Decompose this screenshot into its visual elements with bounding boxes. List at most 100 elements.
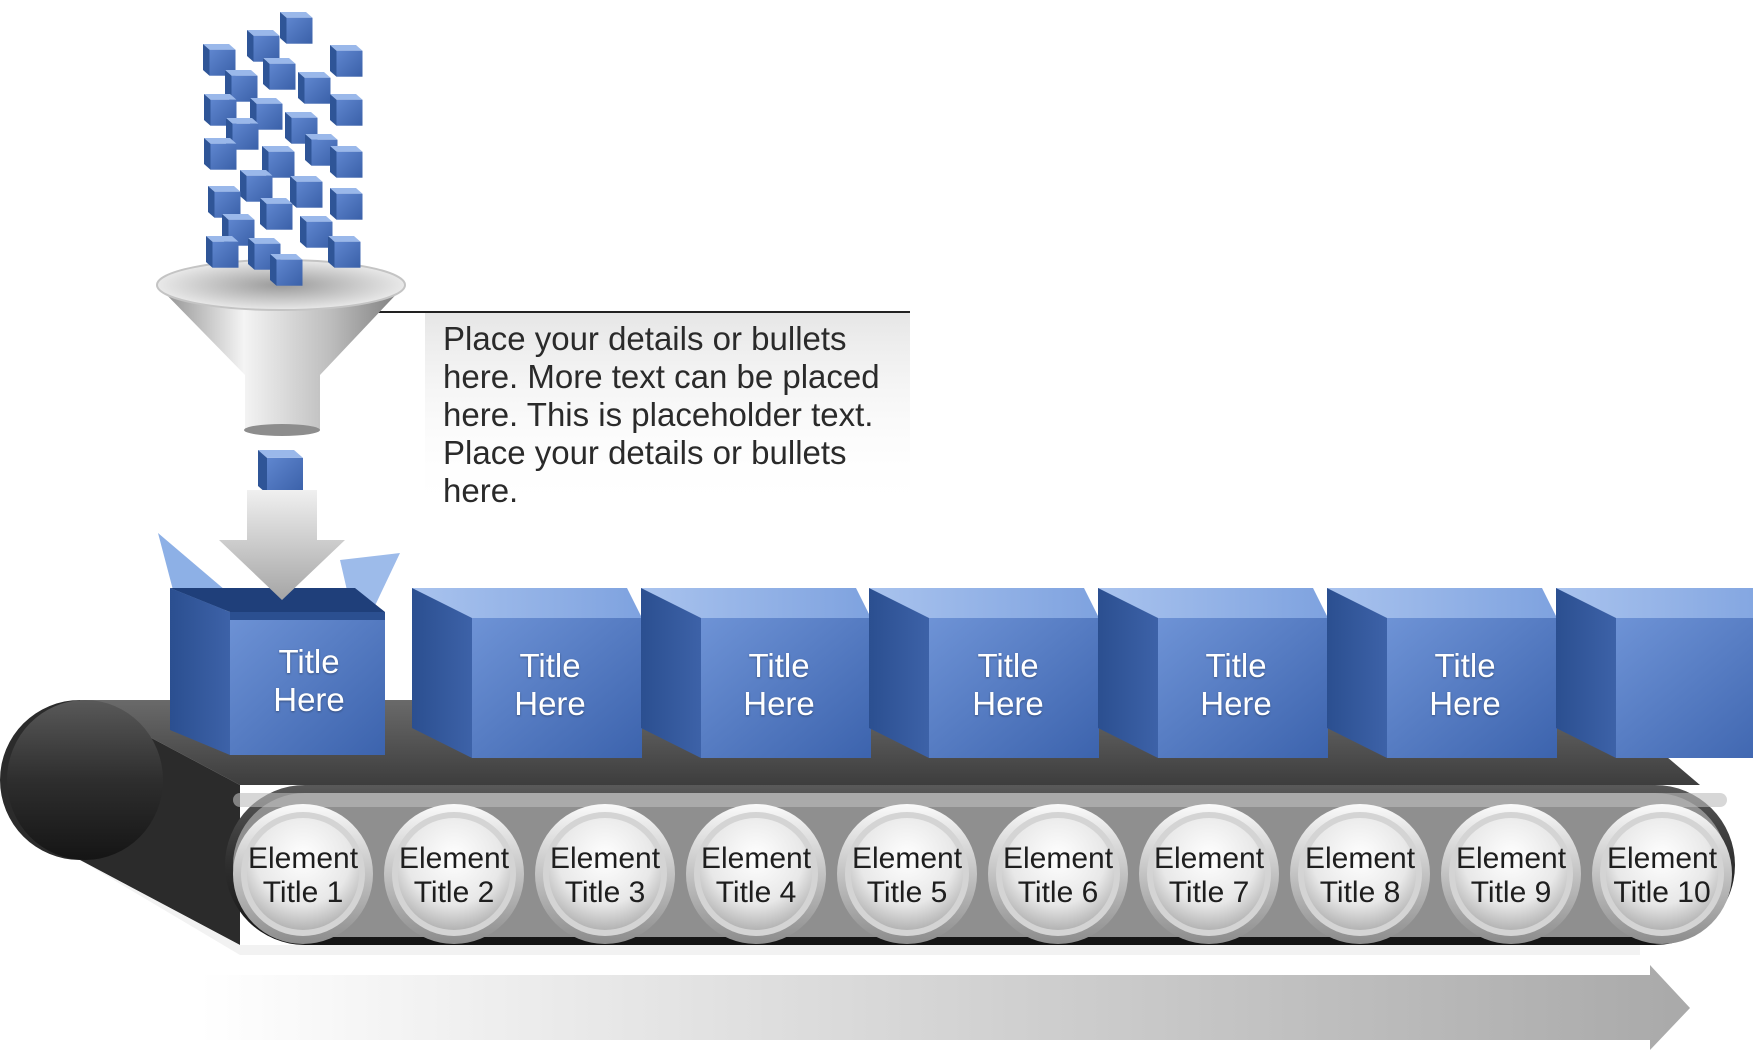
callout-line: here. (443, 472, 519, 509)
cube (298, 72, 331, 104)
cube (328, 236, 361, 268)
title-box-2 (412, 588, 642, 758)
roller-title-8: Element Title 8 (1295, 842, 1425, 910)
roller-title-line: Title 2 (413, 876, 495, 909)
cube (225, 70, 258, 102)
roller-title-9: Element Title 9 (1446, 842, 1576, 910)
cube (285, 112, 318, 144)
roller-title-line: Element (247, 842, 359, 875)
cube (290, 176, 323, 208)
down-arrow-icon (219, 490, 345, 600)
roller-title-line: Title 1 (262, 876, 344, 909)
roller-title-4: Element Title 4 (691, 842, 821, 910)
roller-title-line: Title 8 (1319, 876, 1401, 909)
callout-line: here. This is placeholder text. (443, 396, 874, 433)
roller-3 (535, 804, 675, 944)
roller-2 (384, 804, 524, 944)
box-title-line: Here (514, 685, 586, 722)
roller-title-line: Element (851, 842, 963, 875)
roller-title-3: Element Title 3 (540, 842, 670, 910)
cube (330, 146, 363, 178)
box-title-line: Here (273, 681, 345, 718)
callout-line: Place your details or bullets (443, 434, 847, 471)
cube (248, 238, 281, 270)
roller-title-line: Element (549, 842, 661, 875)
cube (263, 58, 296, 90)
roller-title-line: Title 3 (564, 876, 646, 909)
box-title-line: Title (1434, 647, 1496, 684)
box-title-1: Title Here (249, 643, 369, 719)
box-title-line: Title (748, 647, 810, 684)
cube (203, 44, 236, 76)
roller-7 (1139, 804, 1279, 944)
cube (240, 170, 273, 202)
cube (270, 254, 303, 286)
box-title-5: Title Here (1176, 647, 1296, 723)
box-title-line: Title (519, 647, 581, 684)
roller-title-line: Element (700, 842, 812, 875)
title-box-6 (1327, 588, 1557, 758)
roller-title-line: Element (1455, 842, 1567, 875)
roller-9 (1441, 804, 1581, 944)
cube (300, 216, 333, 248)
box-title-line: Here (1429, 685, 1501, 722)
callout-text: Place your details or bullets here. More… (443, 320, 913, 510)
cube (258, 450, 303, 494)
roller-6 (988, 804, 1128, 944)
cube (206, 236, 239, 268)
cube (330, 188, 363, 220)
roller-title-7: Element Title 7 (1144, 842, 1274, 910)
cube (204, 138, 237, 170)
box-title-2: Title Here (490, 647, 610, 723)
roller-title-10: Element Title 10 (1597, 842, 1727, 910)
cube (330, 45, 363, 77)
roller-title-5: Element Title 5 (842, 842, 972, 910)
title-box-3 (641, 588, 871, 758)
open-box (158, 533, 400, 755)
box-title-line: Title (1205, 647, 1267, 684)
cube (247, 30, 280, 62)
roller-title-line: Title 10 (1613, 876, 1711, 909)
roller-title-line: Title 4 (715, 876, 797, 909)
direction-arrow (200, 965, 1690, 1050)
box-title-line: Title (977, 647, 1039, 684)
title-boxes (158, 533, 1753, 758)
callout-line: here. More text can be placed (443, 358, 880, 395)
title-box-4 (869, 588, 1099, 758)
callout-line: Place your details or bullets (443, 320, 847, 357)
box-title-line: Here (972, 685, 1044, 722)
box-title-4: Title Here (948, 647, 1068, 723)
data-cubes-icon (203, 12, 363, 554)
roller-title-line: Element (1002, 842, 1114, 875)
box-title-3: Title Here (719, 647, 839, 723)
roller-5 (837, 804, 977, 944)
callout-box (356, 306, 910, 513)
cube (330, 94, 363, 126)
title-box-5 (1098, 588, 1328, 758)
roller-title-6: Element Title 6 (993, 842, 1123, 910)
roller-title-line: Title 6 (1017, 876, 1099, 909)
roller-1 (233, 804, 373, 944)
box-title-6: Title Here (1405, 647, 1525, 723)
roller-title-line: Element (1153, 842, 1265, 875)
roller-title-line: Element (398, 842, 510, 875)
box-title-line: Here (743, 685, 815, 722)
roller-title-line: Title 7 (1168, 876, 1250, 909)
funnel-icon (156, 259, 406, 436)
roller-title-2: Element Title 2 (389, 842, 519, 910)
roller-title-line: Title 9 (1470, 876, 1552, 909)
roller-title-line: Element (1606, 842, 1718, 875)
roller-title-line: Title 5 (866, 876, 948, 909)
roller-8 (1290, 804, 1430, 944)
roller-10 (1592, 804, 1732, 944)
cube (280, 12, 313, 44)
title-box-7 (1556, 588, 1753, 758)
cube (208, 186, 241, 218)
conveyor-rollers (233, 804, 1732, 944)
box-title-line: Title (278, 643, 340, 680)
cube (262, 146, 295, 178)
box-title-line: Here (1200, 685, 1272, 722)
roller-4 (686, 804, 826, 944)
